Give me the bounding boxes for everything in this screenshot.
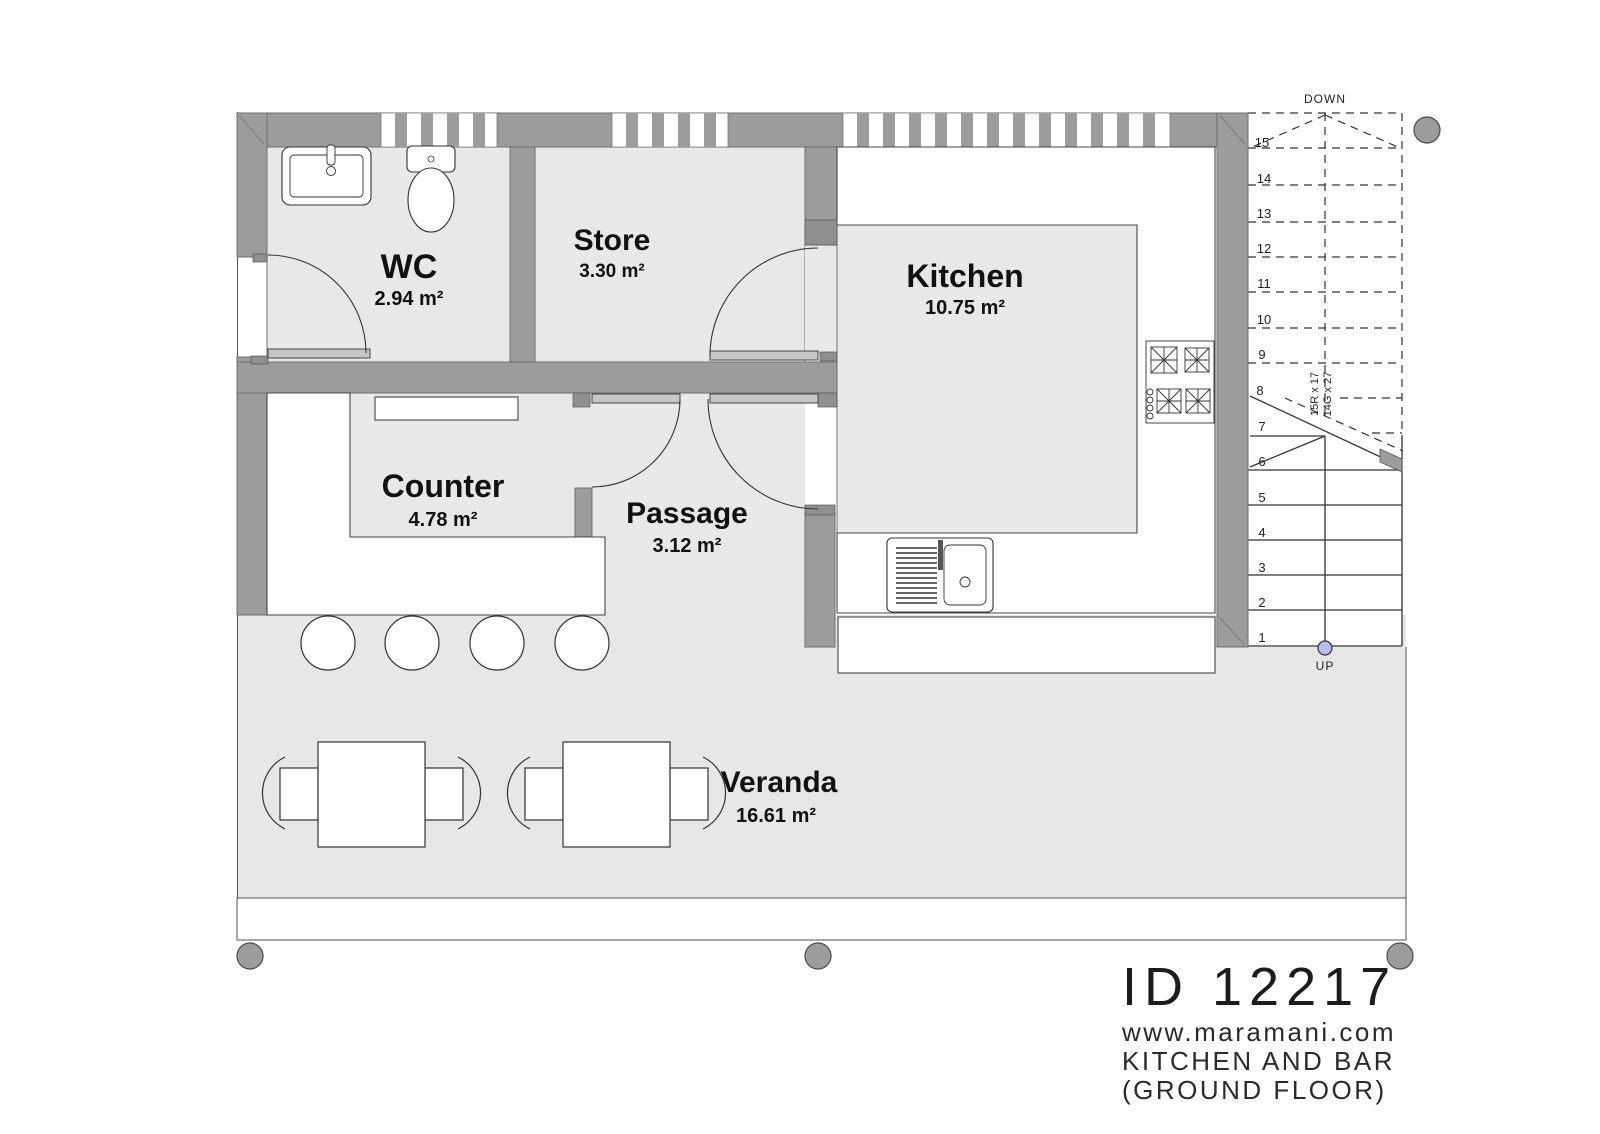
kitchen-serving-counter	[837, 616, 1216, 674]
counter-area: 4.78 m²	[409, 509, 478, 531]
stair-step-numbers: 1 2 3 4 5 6 7 8 9 10 11 12 13 14 15	[1255, 135, 1271, 645]
counters	[266, 146, 1216, 674]
stair-step-number: 6	[1258, 454, 1265, 469]
passage-area: 3.12 m²	[653, 535, 722, 557]
bar-stool	[469, 615, 525, 671]
bar-stool	[384, 615, 440, 671]
columns	[236, 116, 1441, 970]
stair-step-number: 2	[1258, 595, 1265, 610]
wall-wc-store	[509, 146, 536, 363]
stair-step-number: 10	[1257, 312, 1271, 327]
door-kitchen	[707, 392, 838, 516]
plan-floor-caption: (GROUND FLOOR)	[1122, 1075, 1387, 1105]
kitchen-worktop-U	[836, 146, 1216, 614]
counter-label: Counter	[382, 468, 505, 504]
wall-mid-horizontal	[236, 361, 838, 394]
stair-step-number: 15	[1255, 135, 1269, 150]
veranda-step-strip	[236, 897, 1407, 941]
column-marker	[1413, 116, 1441, 144]
bar-stool	[554, 615, 610, 671]
bar-stool	[300, 615, 356, 671]
wc-sink-icon	[281, 144, 372, 206]
stair-step-number: 8	[1256, 383, 1263, 398]
title-block: ID 12217 www.maramani.com KITCHEN AND BA…	[1122, 956, 1397, 1105]
store-area: 3.30 m²	[579, 261, 644, 282]
wall-corner-hatches	[239, 115, 1246, 646]
fixtures	[281, 144, 1215, 613]
stair-down-label: DOWN	[1304, 92, 1346, 106]
passage-label: Passage	[626, 497, 748, 530]
wall-left-upper	[236, 112, 268, 258]
staircase: 1 2 3 4 5 6 7 8 9 10 11 12 13 14 15 DOWN…	[1248, 92, 1404, 673]
veranda-label: Veranda	[721, 766, 838, 799]
stair-lower-flight	[1248, 395, 1403, 647]
windows	[380, 112, 1171, 148]
kitchen-label: Kitchen	[906, 258, 1023, 294]
window-store	[611, 112, 729, 148]
column-marker	[1386, 942, 1414, 970]
veranda-table-set	[261, 741, 482, 848]
column-marker	[804, 942, 832, 970]
stair-step-number: 4	[1258, 525, 1265, 540]
door-counter	[572, 392, 681, 488]
stair-step-number: 14	[1257, 171, 1271, 186]
stair-step-number: 7	[1258, 419, 1265, 434]
toilet-icon	[406, 145, 456, 233]
doors	[250, 219, 838, 516]
counter-back-shelf	[374, 396, 519, 421]
store-label: Store	[574, 224, 651, 257]
website-text: www.maramani.com	[1122, 1017, 1397, 1047]
door-wc	[250, 253, 371, 365]
stair-up-marker-icon	[1317, 640, 1333, 656]
plan-subtitle: KITCHEN AND BAR	[1122, 1046, 1395, 1076]
kitchen-floor	[836, 224, 1138, 534]
kitchen-sink-icon	[886, 537, 994, 613]
furniture	[261, 615, 727, 848]
wall-left-lower	[236, 356, 268, 616]
store-floor	[534, 146, 806, 363]
wc-label: WC	[381, 248, 438, 286]
stair-step-number: 5	[1258, 490, 1265, 505]
stair-break-flag	[1379, 448, 1403, 473]
stair-step-number: 12	[1257, 241, 1271, 256]
wc-area: 2.94 m²	[375, 288, 444, 310]
stair-step-number: 1	[1258, 630, 1265, 645]
door-store	[709, 219, 838, 362]
veranda-area: 16.61 m²	[736, 805, 816, 827]
bar-counter-L	[266, 392, 606, 616]
wall-stair-side	[1216, 112, 1249, 648]
stair-step-number: 11	[1257, 276, 1271, 291]
plan-id: ID 12217	[1122, 957, 1398, 1017]
veranda-table-set	[506, 741, 727, 848]
stair-up-label: UP	[1316, 659, 1335, 673]
wall-kitchen-passage	[804, 512, 836, 648]
window-wc	[380, 112, 498, 148]
stair-step-number: 13	[1257, 206, 1271, 221]
room-floors	[236, 112, 1407, 941]
kitchen-area: 10.75 m²	[925, 297, 1005, 319]
column-marker	[236, 942, 264, 970]
stove-icon	[1145, 340, 1215, 424]
room-labels: WC 2.94 m² Store 3.30 m² Kitchen 10.75 m…	[375, 224, 1024, 827]
wall-passage-pillar	[574, 487, 593, 538]
stair-step-number: 9	[1258, 347, 1265, 362]
stair-step-number: 3	[1258, 560, 1265, 575]
store-door-opening-floor	[805, 245, 837, 355]
stair-going-note: 14G x 27	[1322, 372, 1334, 417]
stair-riser-note: 15R x 17	[1309, 372, 1321, 416]
stair-upper-flight	[1248, 112, 1404, 452]
window-kitchen	[842, 112, 1171, 148]
